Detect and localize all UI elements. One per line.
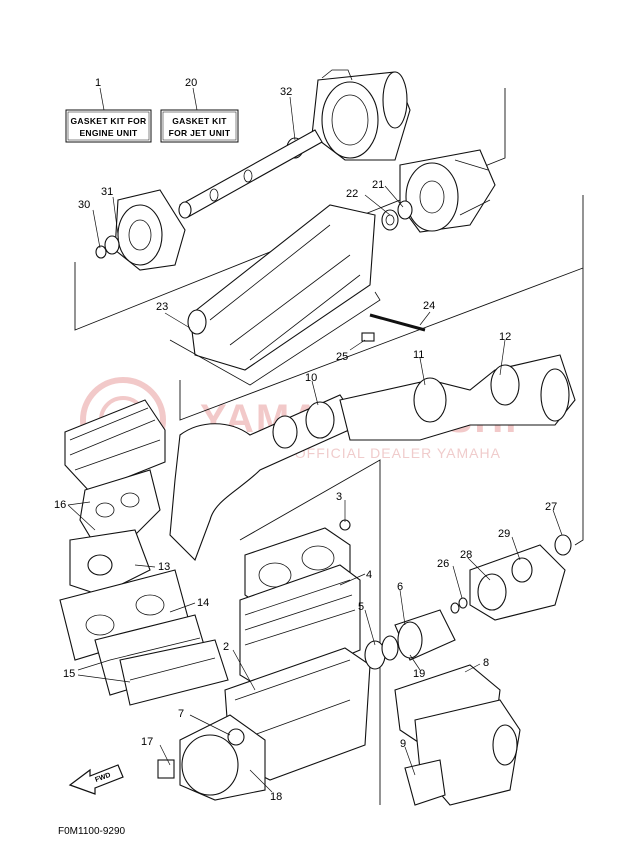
callout-30: 30 [78, 199, 90, 211]
callout-18: 18 [270, 791, 282, 803]
callout-16: 16 [54, 499, 66, 511]
callout-22: 22 [346, 188, 358, 200]
muffler [64, 399, 166, 493]
callout-14: 14 [197, 597, 209, 609]
callout-10: 10 [305, 372, 317, 384]
callout-5: 5 [358, 601, 364, 613]
callout-27: 27 [545, 501, 557, 513]
callout-23: 23 [156, 301, 168, 313]
callout-28: 28 [460, 549, 472, 561]
intake-housing [95, 189, 186, 271]
callout-1: 1 [95, 77, 101, 89]
exhaust-manifold-engine [394, 664, 521, 806]
callout-13: 13 [158, 561, 170, 573]
callout-20: 20 [185, 77, 197, 89]
callout-26: 26 [437, 558, 449, 570]
magneto-cover-18 [157, 714, 266, 801]
callout-29: 29 [498, 528, 510, 540]
callout-6: 6 [397, 581, 403, 593]
callout-8: 8 [483, 657, 489, 669]
gasket-kit-jet-box: GASKET KIT FOR JET UNIT 20 [160, 77, 239, 143]
drive-shaft [178, 129, 323, 219]
callout-2: 2 [223, 641, 229, 653]
callout-12: 12 [499, 331, 511, 343]
kit-jet-line2: FOR JET UNIT [169, 128, 231, 138]
kit-engine-line2: ENGINE UNIT [79, 128, 138, 138]
oring-27 [554, 534, 572, 556]
callout-25: 25 [336, 351, 348, 363]
jet-ride-plate [169, 204, 381, 386]
bearing-housing-28-29 [450, 544, 566, 621]
callout-24: 24 [423, 300, 435, 312]
callout-19: 19 [413, 668, 425, 680]
callout-numbers: 2 3 4 5 6 7 8 9 10 11 12 13 14 15 16 17 … [54, 86, 557, 803]
coupler-5-6 [364, 609, 456, 670]
callout-32: 32 [280, 86, 292, 98]
callout-3: 3 [336, 491, 342, 503]
exhaust-pipe-10 [169, 394, 361, 561]
jet-nozzle-housing [311, 69, 411, 161]
impeller-housing [399, 149, 496, 233]
rod-24 [369, 313, 426, 332]
callout-17: 17 [141, 736, 153, 748]
kit-engine-line1: GASKET KIT FOR [71, 116, 147, 126]
gasket-kit-engine-box: GASKET KIT FOR ENGINE UNIT 1 [65, 77, 152, 143]
clip-25 [361, 332, 375, 342]
engine-unit-frame [239, 459, 381, 805]
kit-jet-line1: GASKET KIT [172, 116, 227, 126]
leader-lines [67, 96, 563, 793]
callout-21: 21 [372, 179, 384, 191]
callout-11: 11 [413, 349, 424, 361]
fwd-arrow-icon: FWD [68, 764, 124, 795]
diagram-code: F0M1100-9290 [58, 826, 126, 837]
exhaust-chamber [339, 354, 576, 441]
callout-31: 31 [101, 186, 113, 198]
callout-4: 4 [366, 569, 372, 581]
callout-9: 9 [400, 738, 406, 750]
callout-7: 7 [178, 708, 184, 720]
reed-valves-15 [94, 614, 229, 706]
callout-15: 15 [63, 668, 75, 680]
